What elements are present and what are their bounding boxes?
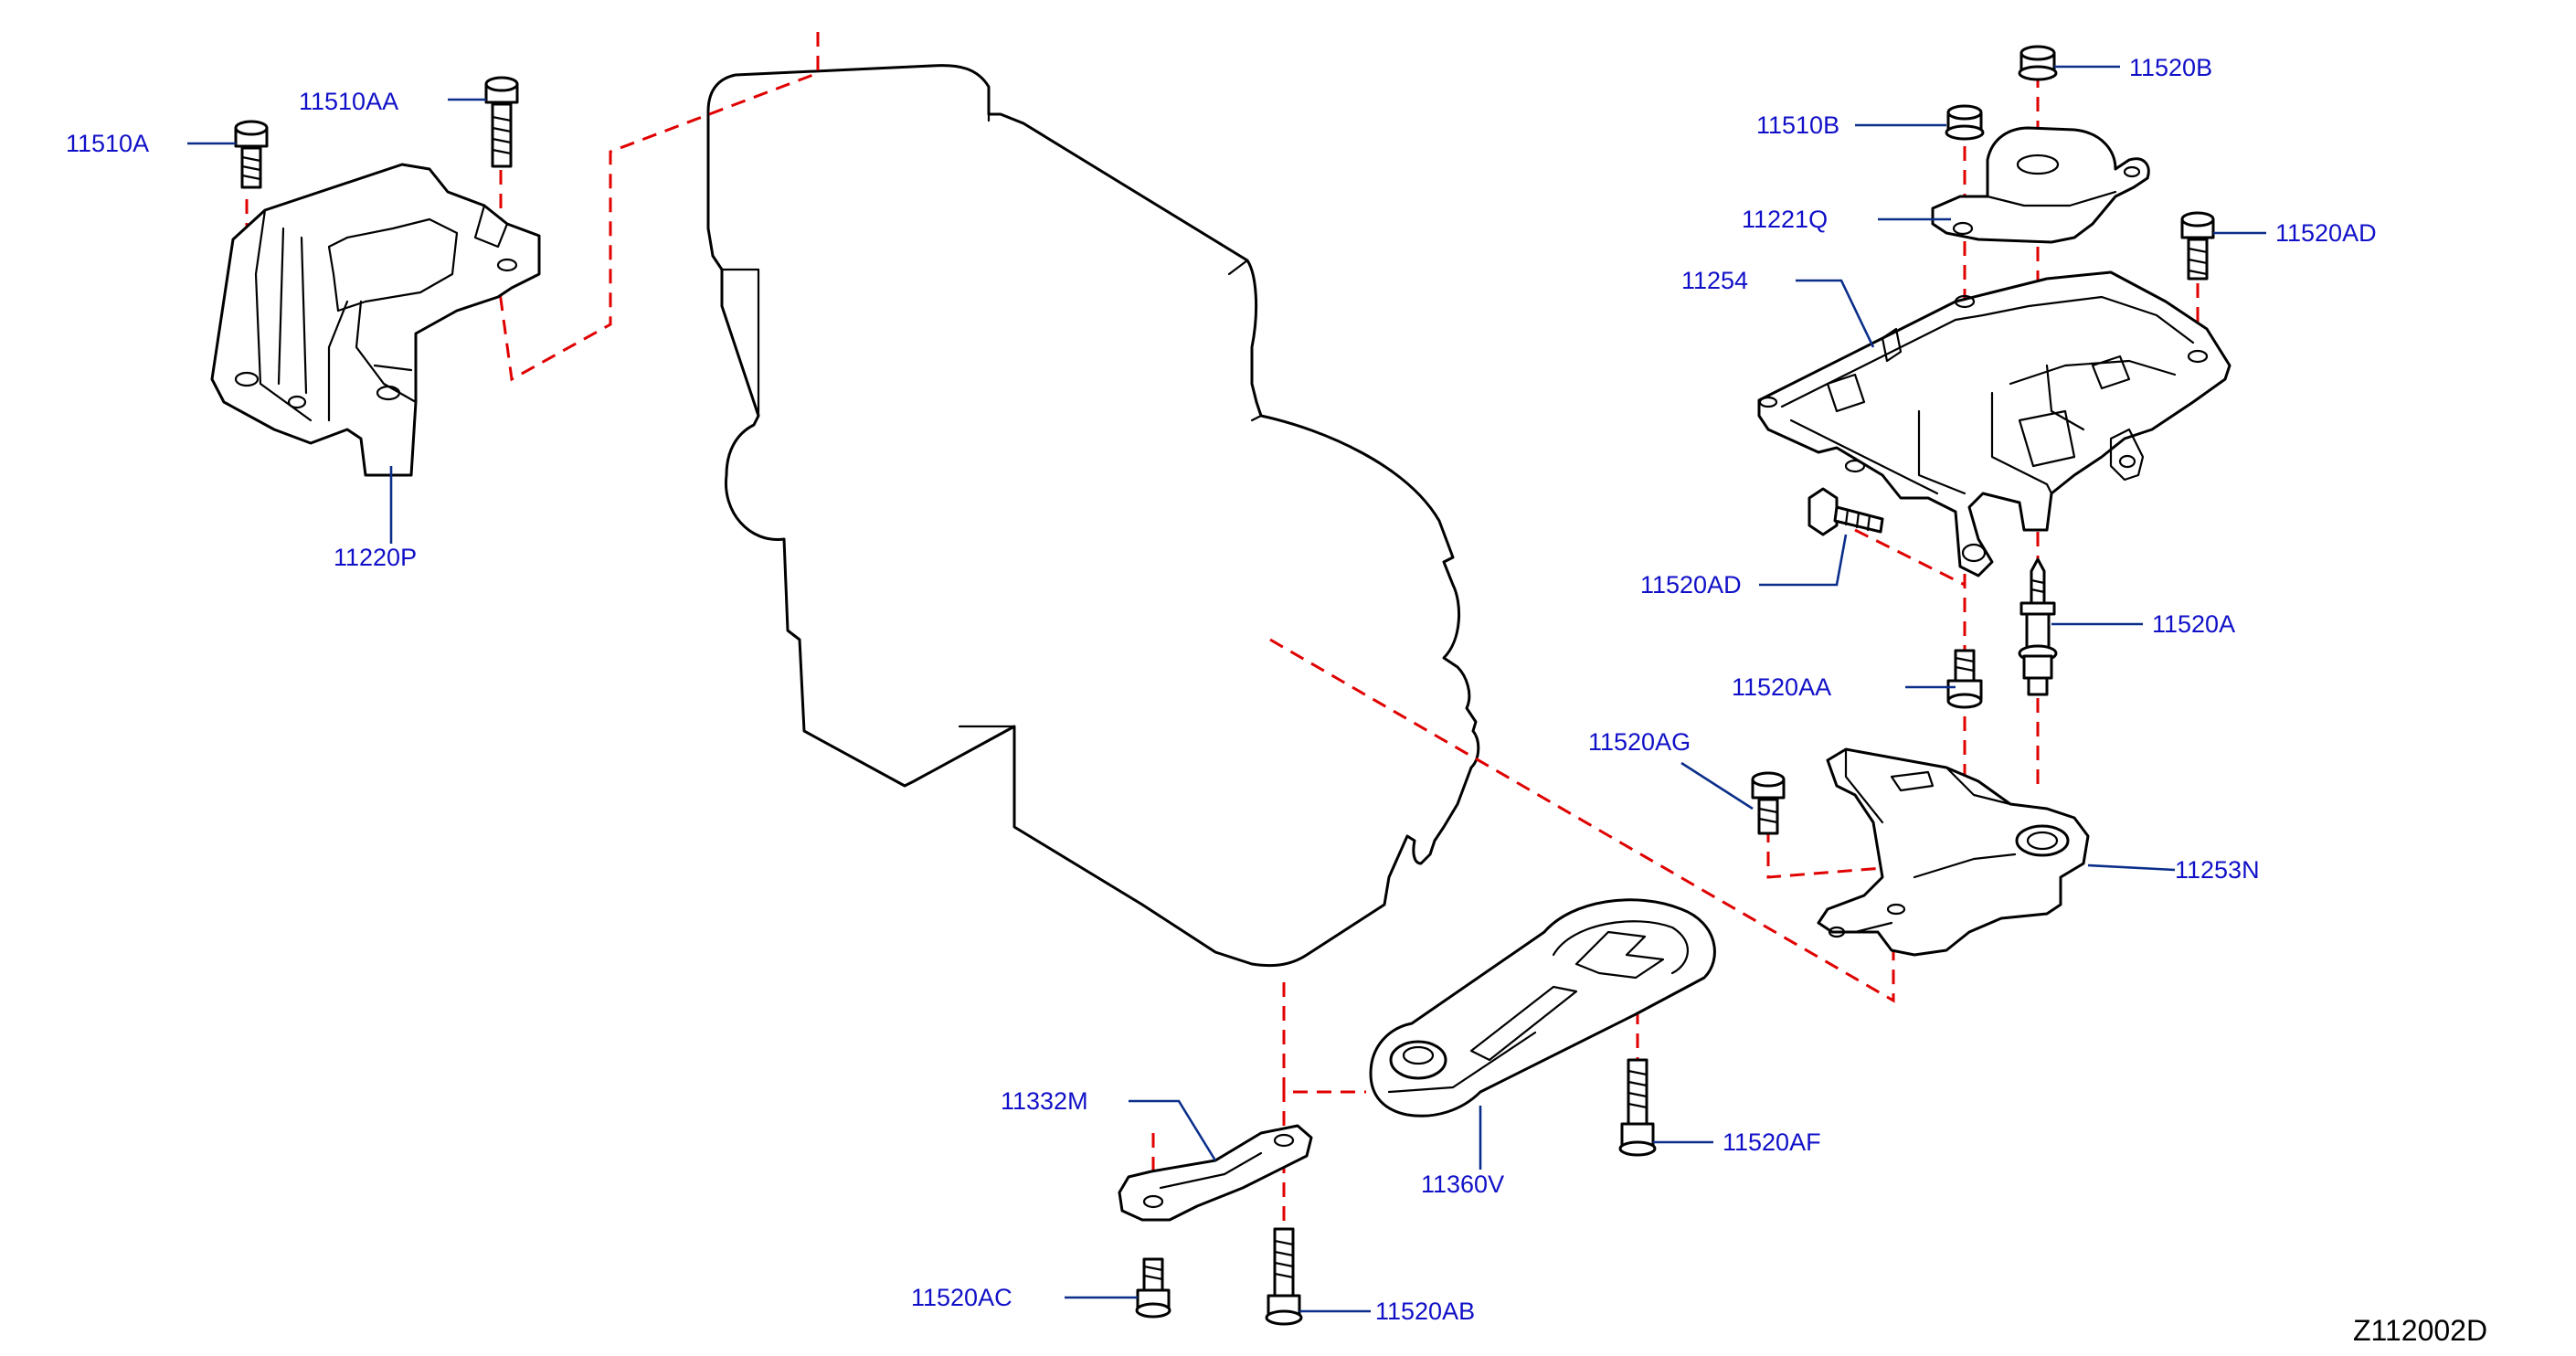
label-11510b: 11510B <box>1756 111 1839 139</box>
label-11520af: 11520AF <box>1723 1128 1821 1156</box>
bolt-11510a <box>234 120 269 189</box>
label-11520aa: 11520AA <box>1732 673 1831 701</box>
label-11360v: 11360V <box>1421 1171 1504 1198</box>
bolt-11520ad-top <box>2180 211 2215 281</box>
label-11510aa: 11510AA <box>299 88 398 115</box>
label-11332m: 11332M <box>1001 1087 1088 1115</box>
leader-lines <box>187 65 2266 1313</box>
bolt-11520ac <box>1135 1257 1171 1319</box>
insulator-11221q <box>1931 126 2150 244</box>
label-11220p: 11220P <box>334 544 417 571</box>
label-11520ac: 11520AC <box>911 1284 1012 1311</box>
label-11510a: 11510A <box>66 130 149 157</box>
bolt-11520af <box>1618 1058 1657 1157</box>
label-11520ab: 11520AB <box>1375 1298 1475 1325</box>
nut-11520b <box>2018 45 2058 81</box>
bolt-11510aa <box>484 76 519 168</box>
bolt-11520ag <box>1751 771 1786 835</box>
bolt-11520ab <box>1265 1227 1303 1326</box>
diagram-code: Z112002D <box>2353 1314 2487 1347</box>
torque-rod-11360v <box>1369 898 1716 1118</box>
label-11253n: 11253N <box>2175 856 2260 884</box>
bolt-11520ad-mid <box>1807 487 1884 536</box>
engine-mount-11220p <box>210 163 541 477</box>
bolt-11520aa <box>1946 649 1983 709</box>
label-11221q: 11221Q <box>1742 206 1828 233</box>
label-11520ad-top: 11520AD <box>2275 219 2377 247</box>
bracket-frame-11254 <box>1757 270 2231 577</box>
label-11520ad-mid: 11520AD <box>1640 571 1742 599</box>
bracket-11253n <box>1817 747 2090 957</box>
label-11254: 11254 <box>1681 267 1748 294</box>
label-11520b: 11520B <box>2129 54 2212 81</box>
plate-11332m <box>1118 1124 1313 1222</box>
engine-outline <box>706 64 1480 968</box>
stud-11520a <box>2018 557 2058 696</box>
label-11520ag: 11520AG <box>1588 728 1691 756</box>
nut-11510b <box>1945 104 1985 141</box>
callouts: 11510A 11510AA 11220P 11520B 11510B 1122… <box>66 54 2377 1325</box>
label-11520a: 11520A <box>2152 610 2235 638</box>
